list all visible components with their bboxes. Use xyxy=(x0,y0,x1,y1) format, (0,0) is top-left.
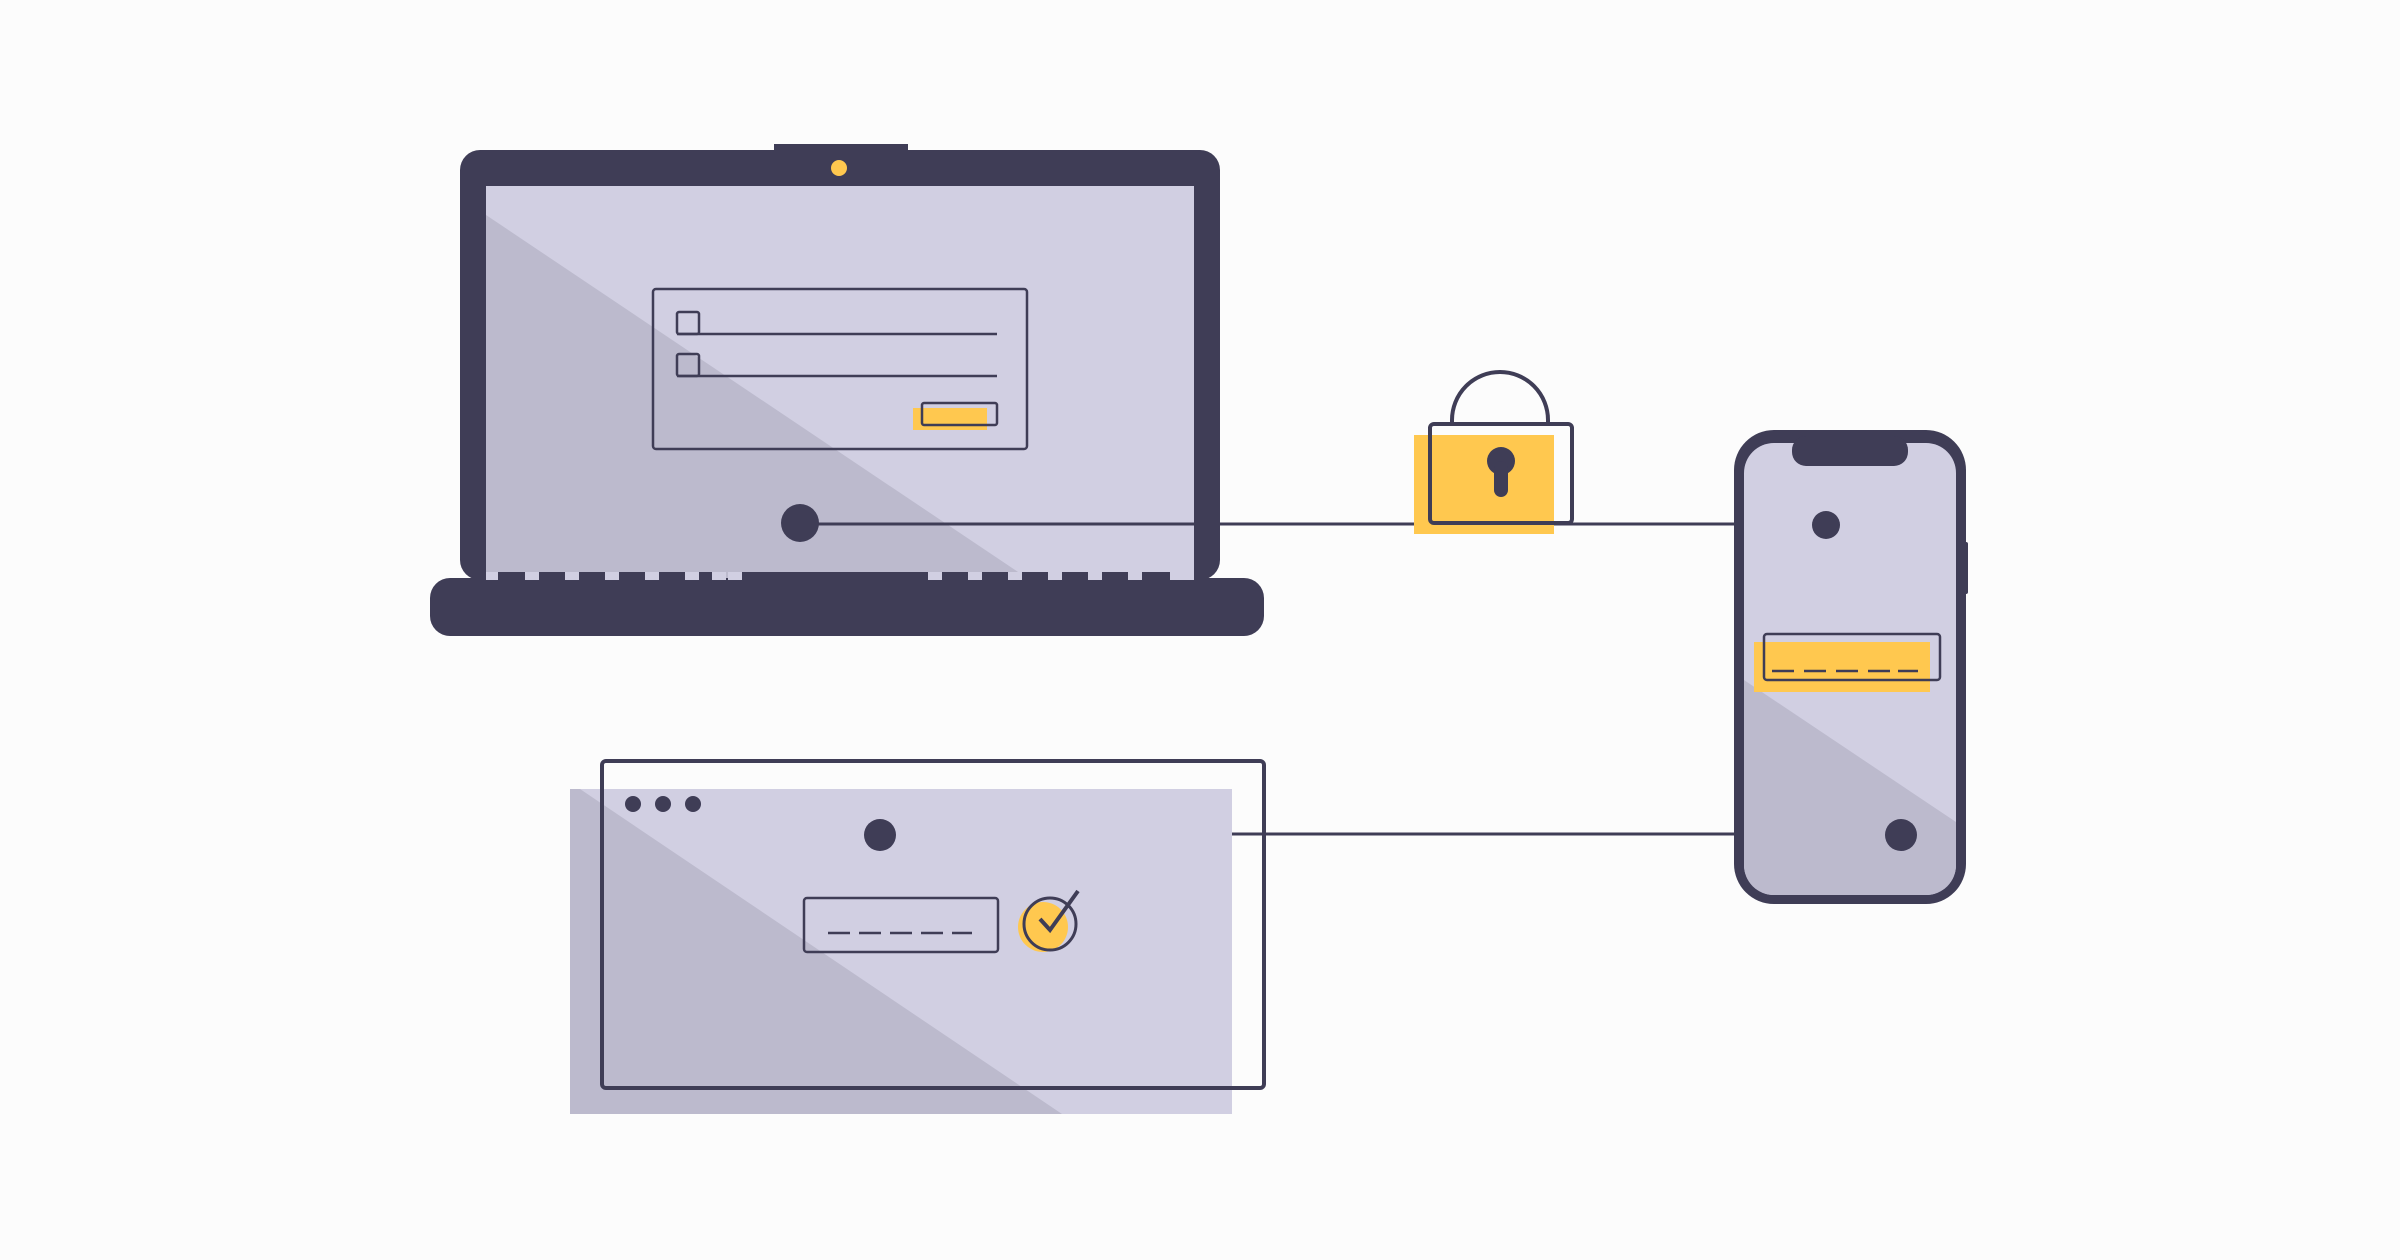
padlock-icon xyxy=(1414,370,1574,534)
checkmark-tick xyxy=(1038,889,1080,934)
laptop-camera-bar xyxy=(774,144,908,158)
phone-password-frame xyxy=(1762,632,1942,682)
laptop-screen-shade xyxy=(486,215,1030,580)
laptop xyxy=(430,144,1264,636)
login-form-frame xyxy=(651,287,1029,451)
laptop-keyboard-notches xyxy=(486,572,1194,580)
checkmark-icon xyxy=(1018,889,1080,952)
smartphone xyxy=(1734,430,1968,904)
padlock-keyhole-slot xyxy=(1494,461,1508,497)
padlock-body xyxy=(1428,422,1574,525)
browser-window xyxy=(570,759,1266,1114)
phone-password-highlight xyxy=(1754,642,1930,692)
checkmark-ring xyxy=(1022,896,1078,952)
browser-connection-node xyxy=(864,819,896,851)
laptop-base xyxy=(430,578,1264,636)
login-button xyxy=(920,401,999,427)
browser-password-frame xyxy=(802,896,1000,954)
laptop-login-form xyxy=(651,287,1029,451)
window-dots-icon xyxy=(625,796,701,812)
camera-dot-icon xyxy=(831,160,847,176)
phone-top-connection-node xyxy=(1812,511,1840,539)
login-button-highlight xyxy=(913,408,987,430)
padlock-highlight xyxy=(1414,435,1554,534)
browser-frame xyxy=(600,759,1266,1090)
browser-password-field xyxy=(802,896,1000,954)
phone-notch xyxy=(1792,436,1908,466)
padlock-shackle xyxy=(1450,370,1550,424)
laptop-keys xyxy=(498,572,1170,580)
phone-bottom-connection-node xyxy=(1885,819,1917,851)
laptop-connection-node xyxy=(781,504,819,542)
phone-password-field xyxy=(1754,632,1942,692)
